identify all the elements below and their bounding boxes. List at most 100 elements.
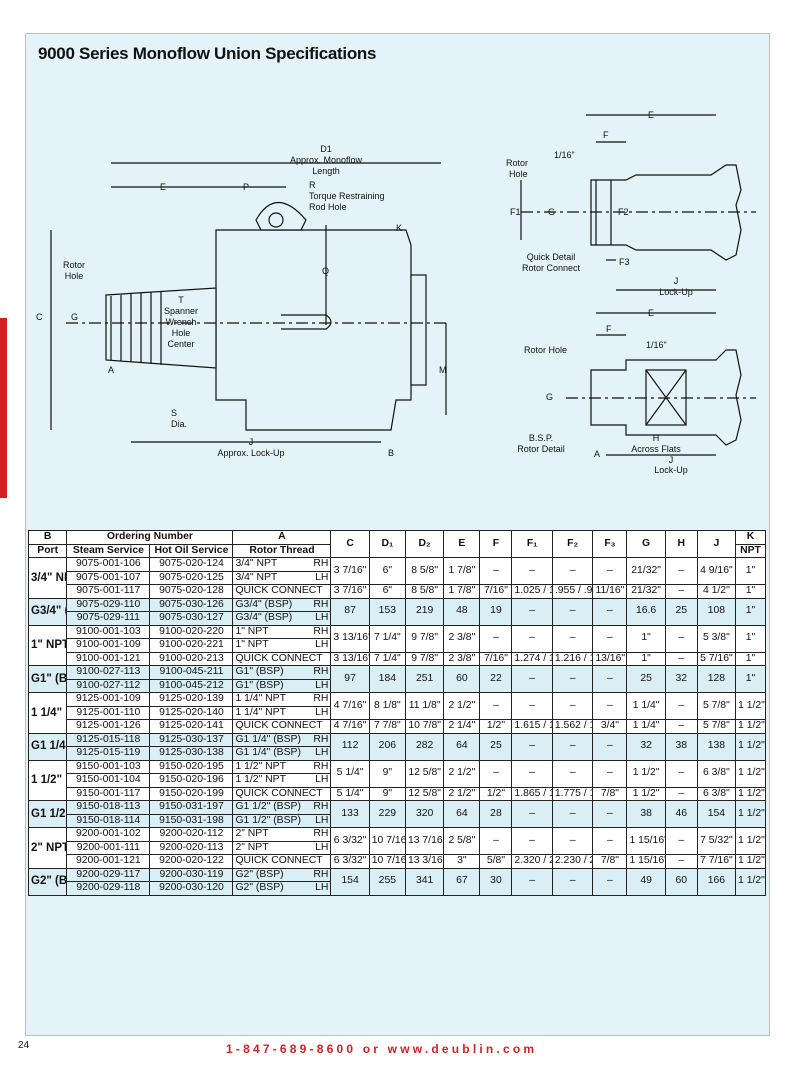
steam-cell: 9150-001-103	[66, 759, 151, 774]
value-f2: –	[551, 827, 594, 855]
value-f3: –	[592, 597, 628, 626]
th-hotoil: Hot Oil Service	[149, 543, 234, 558]
steam-cell: 9125-001-110	[66, 705, 151, 720]
value-d2: 9 7/8"	[404, 651, 445, 666]
value-g: 21/32"	[626, 557, 666, 585]
value-j: 166	[696, 867, 737, 896]
value-k: 1 1/2"	[735, 692, 766, 720]
label-qc-detail1: Quick Detail	[527, 252, 576, 262]
value-k: 1 1/2"	[735, 732, 766, 761]
label-bsp-a: A	[594, 449, 600, 459]
red-edge-tab	[0, 318, 7, 498]
value-j: 7 7/16"	[696, 854, 737, 869]
value-e: 1 7/8"	[443, 557, 481, 585]
value-f: –	[479, 624, 513, 653]
value-g: 1"	[626, 651, 666, 666]
value-f: 25	[479, 732, 513, 761]
value-e: 2 3/8"	[443, 624, 481, 653]
value-j: 5 7/8"	[696, 719, 737, 734]
value-k: 1 1/2"	[735, 827, 766, 855]
value-f3: 13/16"	[592, 651, 628, 666]
rotor-thread-text: QUICK CONNECT	[235, 652, 323, 664]
th-a: A	[232, 530, 332, 545]
value-d1: 6"	[368, 584, 406, 599]
rotor-thread-cell: G1 1/2" (BSP)RH	[232, 800, 332, 815]
rotor-thread-cell: G1 1/2" (BSP)LH	[232, 813, 332, 828]
label-j: J	[249, 437, 254, 447]
value-f2: –	[551, 732, 594, 761]
value-c: 3 13/16"	[330, 651, 370, 666]
value-e: 64	[443, 800, 481, 828]
port-cell: 3/4" NPT	[27, 557, 68, 599]
hotoil-cell: 9100-020-213	[149, 651, 234, 666]
rotor-thread-cell: QUICK CONNECT	[232, 719, 332, 734]
value-d1: 9"	[368, 759, 406, 788]
thread-hand: RH	[313, 760, 329, 772]
value-f1: –	[511, 597, 553, 626]
value-f1: 1.025 / 1.020	[511, 584, 553, 599]
value-f1: 1.274 / 1.269	[511, 651, 553, 666]
label-qc-rotor2: Hole	[509, 169, 528, 179]
port-cell: 1 1/4" NPT	[27, 692, 68, 734]
value-c: 6 3/32"	[330, 827, 370, 855]
value-f2: 1.216 / 1.211	[551, 651, 594, 666]
hotoil-cell: 9075-020-124	[149, 557, 234, 572]
value-j: 4 1/2"	[696, 584, 737, 599]
label-t-line1: Spanner	[164, 306, 198, 316]
label-bsp-116: 1/16"	[646, 340, 667, 350]
value-j: 128	[696, 665, 737, 693]
value-h: –	[664, 692, 698, 720]
value-d2: 8 5/8"	[404, 557, 445, 585]
hotoil-cell: 9150-020-195	[149, 759, 234, 774]
value-d1: 255	[368, 867, 406, 896]
value-f1: –	[511, 665, 553, 693]
value-j: 138	[696, 732, 737, 761]
value-f3: 7/8"	[592, 854, 628, 869]
rotor-thread-text: G1 1/2" (BSP)	[235, 814, 301, 826]
steam-cell: 9200-029-117	[66, 867, 151, 882]
hotoil-cell: 9125-030-137	[149, 732, 234, 747]
value-f3: 11/16"	[592, 584, 628, 599]
rotor-thread-text: QUICK CONNECT	[235, 585, 323, 596]
spec-table: B Ordering Number A C D₁ D₂ E F F₁ F₂ F₃…	[27, 530, 766, 896]
hotoil-cell: 9200-020-112	[149, 827, 234, 842]
port-cell: G3/4" (BSP)	[27, 597, 68, 626]
hotoil-cell: 9150-031-197	[149, 800, 234, 815]
port-cell: G1 1/4" (BSP)	[27, 732, 68, 761]
value-f: 22	[479, 665, 513, 693]
hotoil-cell: 9125-030-138	[149, 746, 234, 761]
table-row: G1 1/4" (BSP)9125-015-1189125-030-137G1 …	[27, 732, 766, 761]
th-b: B	[27, 530, 68, 545]
hotoil-cell: 9100-045-212	[149, 678, 234, 693]
label-qc-e: E	[648, 110, 654, 120]
value-e: 48	[443, 597, 481, 626]
label-bsp-rotor: Rotor Hole	[524, 345, 567, 355]
thread-hand: RH	[313, 598, 329, 610]
value-f2: –	[551, 665, 594, 693]
value-k: 1"	[735, 624, 766, 653]
value-c: 5 1/4"	[330, 786, 370, 801]
value-f: 19	[479, 597, 513, 626]
rotor-thread-text: 3/4" NPT	[235, 571, 278, 583]
value-g: 1"	[626, 624, 666, 653]
steam-cell: 9125-001-109	[66, 692, 151, 707]
rotor-thread-cell: G2" (BSP)LH	[232, 881, 332, 896]
value-f: 28	[479, 800, 513, 828]
port-cell: 1" NPT	[27, 624, 68, 666]
value-e: 64	[443, 732, 481, 761]
port-cell: 1 1/2" NPT	[27, 759, 68, 801]
value-d1: 10 7/16"	[368, 854, 406, 869]
value-f: 7/16"	[479, 651, 513, 666]
steam-cell: 9100-027-112	[66, 678, 151, 693]
value-f3: –	[592, 665, 628, 693]
value-h: 25	[664, 597, 698, 626]
value-f: –	[479, 827, 513, 855]
value-h: –	[664, 759, 698, 788]
label-g: G	[71, 312, 78, 322]
value-f1: –	[511, 557, 553, 585]
value-d2: 9 7/8"	[404, 624, 445, 653]
steam-cell: 9200-029-118	[66, 881, 151, 896]
